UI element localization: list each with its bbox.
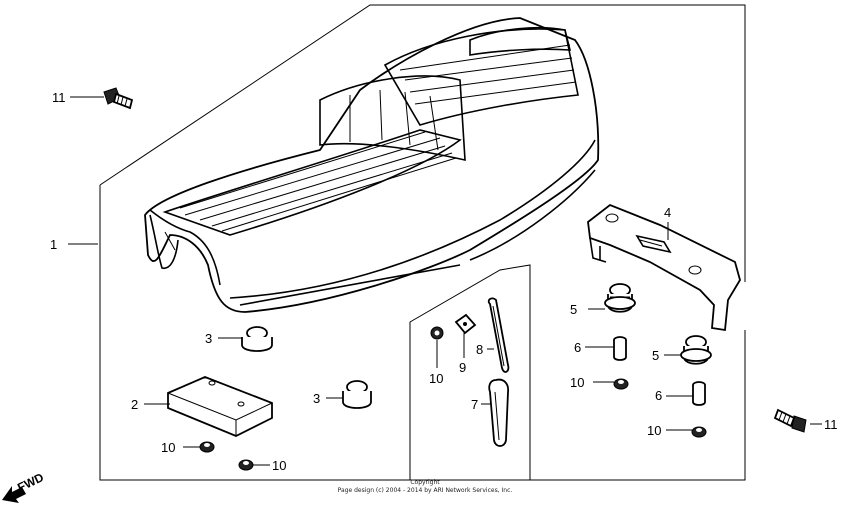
callout-9: 9: [459, 360, 466, 375]
forward-direction-indicator: FWD: [2, 470, 46, 503]
assembly-outline: [99, 4, 746, 481]
seat-band[interactable]: [487, 297, 510, 373]
subassembly-outline: [409, 264, 531, 481]
callout-8: 8: [476, 342, 483, 357]
seat-strap[interactable]: [488, 378, 509, 447]
callout-10d: 10: [161, 440, 175, 455]
collar-upper[interactable]: [613, 336, 627, 361]
callout-6a: 6: [574, 340, 581, 355]
nut-left-lower[interactable]: [238, 459, 254, 471]
bolt-left[interactable]: [103, 87, 134, 110]
seat-bracket[interactable]: [587, 203, 741, 332]
small-bracket[interactable]: [454, 313, 477, 335]
callout-1: 1: [50, 237, 57, 252]
callout-4: 4: [664, 205, 671, 220]
forward-label: FWD: [15, 470, 46, 495]
leader-lines: [68, 96, 822, 466]
callout-5b: 5: [652, 348, 659, 363]
seat[interactable]: [144, 17, 600, 313]
nut-right-lower[interactable]: [691, 426, 707, 438]
seat-plate[interactable]: [167, 376, 273, 437]
nut-center[interactable]: [430, 326, 444, 340]
rubber-cushion-lower[interactable]: [680, 335, 712, 365]
callout-2: 2: [131, 397, 138, 412]
callout-10c: 10: [647, 423, 661, 438]
rubber-cushion-upper[interactable]: [604, 283, 636, 313]
callout-5a: 5: [570, 302, 577, 317]
callout-10a: 10: [429, 371, 443, 386]
callout-3b: 3: [313, 391, 320, 406]
nut-left-upper[interactable]: [199, 441, 215, 453]
forward-arrow-icon: [2, 486, 26, 503]
callout-10b: 10: [570, 375, 584, 390]
seat-cushion-lower[interactable]: [342, 380, 372, 409]
copyright-line-2: Page design (c) 2004 - 2014 by ARI Netwo…: [338, 487, 513, 494]
callout-7: 7: [471, 397, 478, 412]
callout-3a: 3: [205, 331, 212, 346]
nut-right-upper[interactable]: [613, 378, 629, 390]
bolt-right[interactable]: [773, 408, 807, 433]
callout-11b: 11: [824, 417, 838, 432]
callout-10e: 10: [272, 458, 286, 473]
seat-cushion-upper[interactable]: [241, 326, 273, 352]
callout-11a: 11: [52, 90, 66, 105]
callout-6b: 6: [655, 388, 662, 403]
collar-lower[interactable]: [692, 381, 706, 406]
copyright-line-1: Copyright: [410, 479, 440, 486]
